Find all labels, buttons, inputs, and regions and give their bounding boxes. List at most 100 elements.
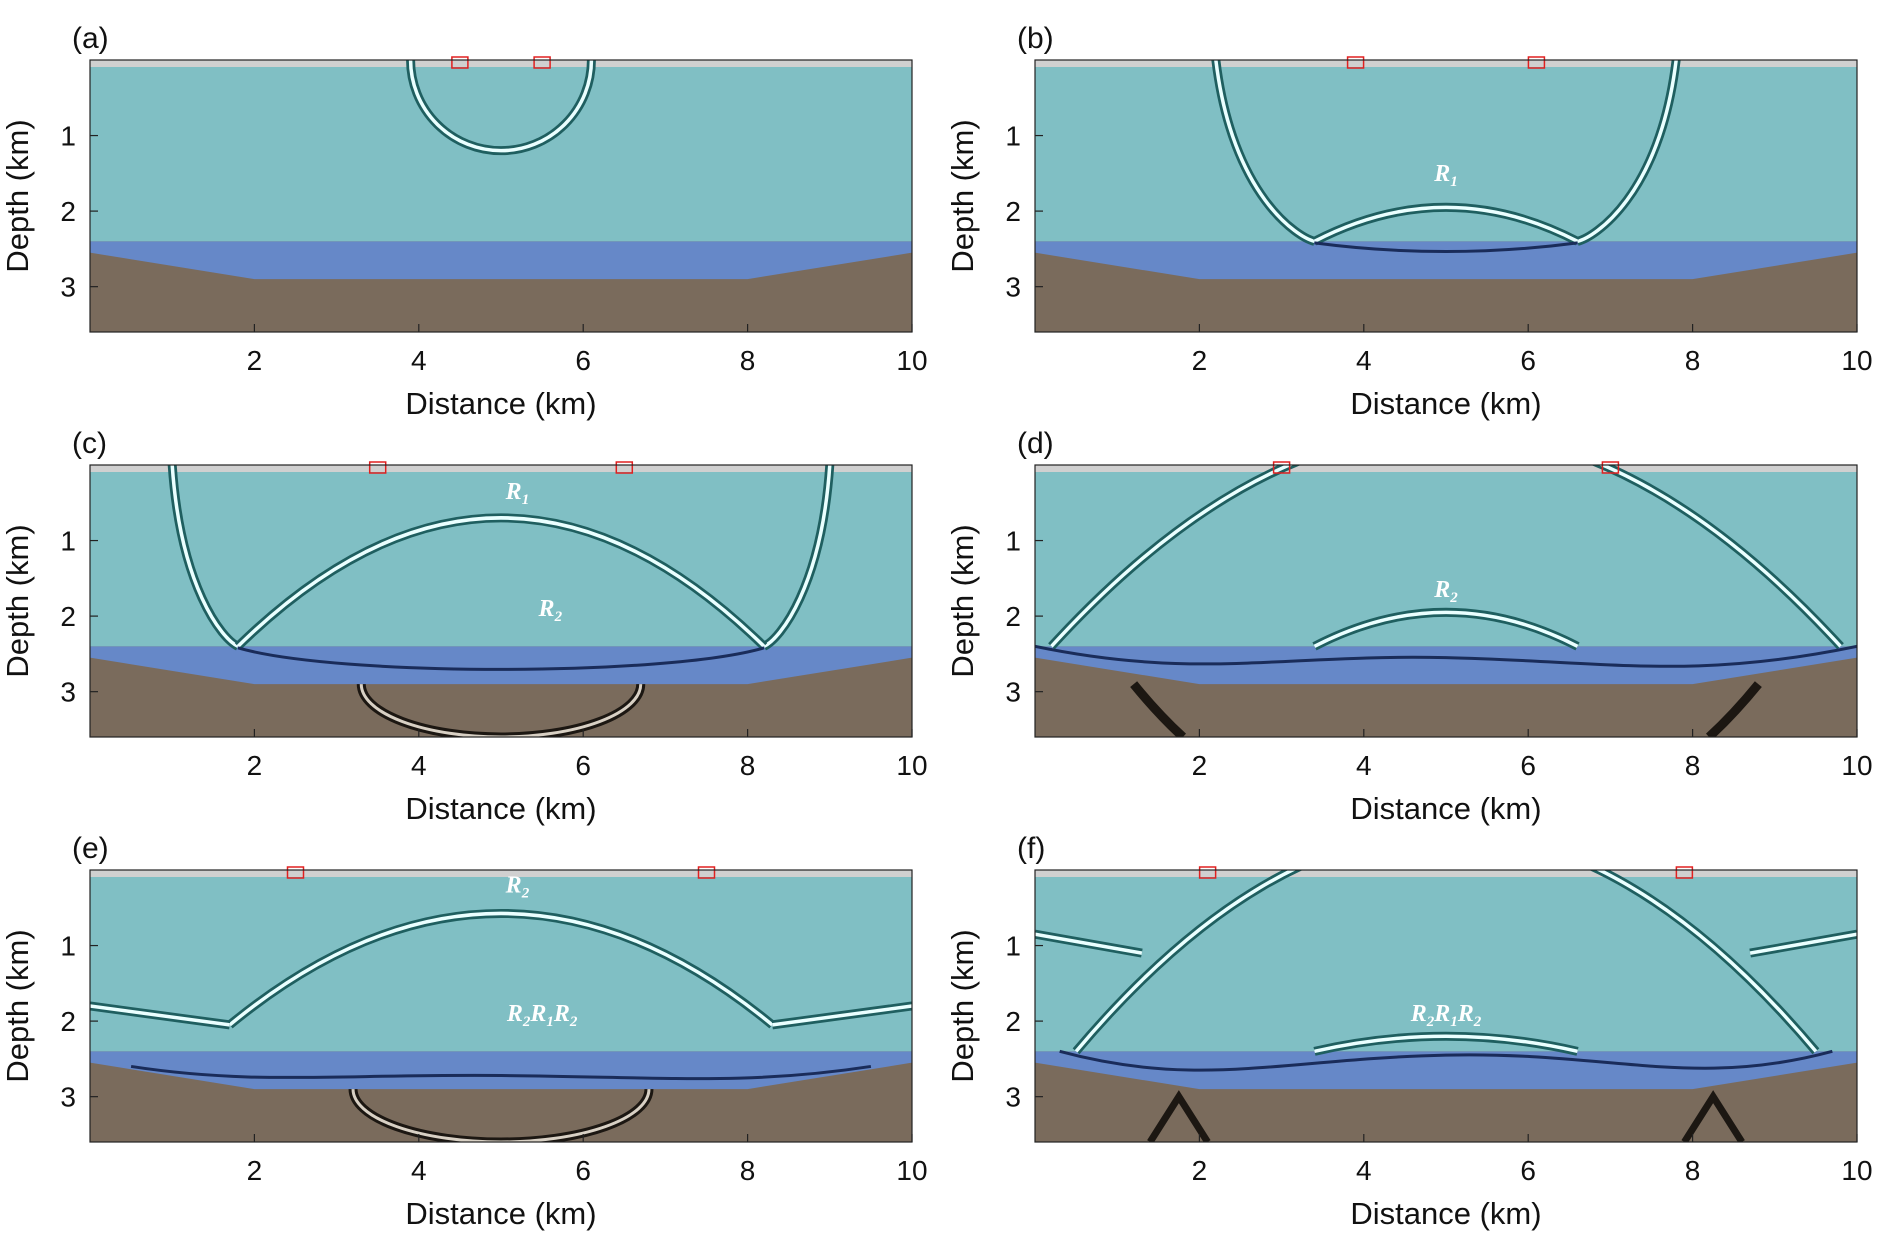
- x-tick-label: 2: [1192, 1155, 1208, 1186]
- water-layer: [90, 465, 912, 647]
- panel-label: (a): [72, 22, 109, 55]
- second-layer: [1035, 646, 1857, 685]
- axes-frame: [1034, 869, 1858, 1143]
- receiver-marker: [1601, 461, 1620, 474]
- x-tick-label: 2: [247, 1155, 263, 1186]
- x-tick-label: 10: [1841, 1155, 1872, 1186]
- y-axis-label: Depth (km): [945, 524, 980, 677]
- surface-strip: [90, 465, 912, 472]
- x-tick-label: 6: [575, 750, 591, 781]
- r2r1r2-reflection: [130, 1064, 872, 1081]
- x-axis-label: Distance (km): [405, 791, 596, 826]
- x-axis-label: Distance (km): [405, 1196, 596, 1231]
- basement-wave-right: [1681, 1090, 1745, 1142]
- r2-reflection-light: [1313, 610, 1579, 648]
- receiver-marker: [533, 56, 551, 69]
- transmitted-wave: [1314, 241, 1578, 254]
- water-layer: [1035, 60, 1857, 242]
- head-wave-right-light: [1749, 932, 1857, 955]
- water-layer: [1035, 870, 1857, 1052]
- second-layer: [90, 241, 912, 280]
- r2-reflection-light: [1074, 870, 1818, 1053]
- x-tick-label: 4: [411, 750, 427, 781]
- x-tick-label: 6: [575, 345, 591, 376]
- y-axis-label: Depth (km): [0, 524, 35, 677]
- basement-wave-left: [1147, 1090, 1211, 1142]
- x-axis-label: Distance (km): [1350, 1196, 1541, 1231]
- wave-label: R2R1R2: [506, 1001, 578, 1030]
- wave-label: R2: [1433, 577, 1458, 606]
- receiver-marker: [451, 56, 469, 69]
- direct-wave-right-light: [1577, 60, 1678, 244]
- transmitted-wave: [1035, 644, 1857, 668]
- x-tick-label: 8: [1685, 1155, 1701, 1186]
- y-tick-label: 2: [1005, 601, 1021, 632]
- receiver-marker: [697, 866, 716, 879]
- surface-strip: [1035, 465, 1857, 472]
- x-tick-label: 6: [1520, 1155, 1536, 1186]
- x-tick-label: 4: [1356, 345, 1372, 376]
- transmitted-wave: [1059, 1049, 1833, 1072]
- y-tick-label: 2: [60, 1006, 76, 1037]
- y-tick-label: 3: [60, 272, 76, 303]
- second-layer: [1035, 1051, 1857, 1090]
- y-tick-label: 1: [1005, 931, 1021, 962]
- y-tick-label: 2: [60, 601, 76, 632]
- y-axis-label: Depth (km): [945, 119, 980, 272]
- r2r1r2-reflection-light: [1314, 1034, 1578, 1054]
- water-layer: [1035, 465, 1857, 647]
- panel-label: (b): [1017, 22, 1054, 55]
- receiver-marker: [1346, 56, 1365, 69]
- x-tick-label: 6: [1520, 750, 1536, 781]
- head-wave-left-light: [1035, 932, 1143, 955]
- wave-label: R2R1R2: [1410, 1001, 1482, 1030]
- receiver-marker: [615, 461, 634, 474]
- x-tick-label: 10: [1841, 345, 1872, 376]
- y-tick-label: 1: [1005, 526, 1021, 557]
- y-axis-label: Depth (km): [0, 929, 35, 1082]
- basement-wave-left: [1130, 681, 1187, 737]
- y-tick-label: 1: [1005, 121, 1021, 152]
- y-tick-label: 3: [1005, 677, 1021, 708]
- surface-strip: [90, 60, 912, 67]
- axes-frame: [1034, 59, 1858, 333]
- x-tick-label: 8: [740, 750, 756, 781]
- r1-reflection-light: [236, 516, 766, 648]
- panel-label: (e): [72, 832, 109, 865]
- x-tick-label: 10: [896, 750, 927, 781]
- x-tick-label: 8: [740, 1155, 756, 1186]
- y-tick-label: 3: [60, 677, 76, 708]
- x-axis-label: Distance (km): [405, 386, 596, 421]
- x-tick-label: 2: [247, 345, 263, 376]
- y-tick-label: 2: [1005, 1006, 1021, 1037]
- axes-frame: [89, 869, 913, 1143]
- axes-frame: [89, 59, 913, 333]
- y-tick-label: 3: [1005, 272, 1021, 303]
- x-tick-label: 2: [1192, 750, 1208, 781]
- x-tick-label: 10: [1841, 750, 1872, 781]
- y-axis-label: Depth (km): [0, 119, 35, 272]
- basement-wave-right: [1705, 681, 1762, 737]
- r2-reflection-light: [228, 911, 774, 1027]
- r1-reflection-light: [1313, 205, 1579, 243]
- direct-wave-left-light: [170, 465, 239, 648]
- head-wave-left-light: [90, 1004, 230, 1027]
- x-tick-label: 8: [740, 345, 756, 376]
- receiver-marker: [286, 866, 305, 879]
- x-tick-label: 6: [575, 1155, 591, 1186]
- y-tick-label: 1: [60, 931, 76, 962]
- x-tick-label: 2: [247, 750, 263, 781]
- x-axis-label: Distance (km): [1350, 386, 1541, 421]
- head-wave-right-light: [772, 1004, 912, 1027]
- axes-frame: [89, 464, 913, 738]
- receiver-marker: [1675, 866, 1694, 879]
- x-tick-label: 2: [1192, 345, 1208, 376]
- panel-label: (f): [1017, 832, 1045, 865]
